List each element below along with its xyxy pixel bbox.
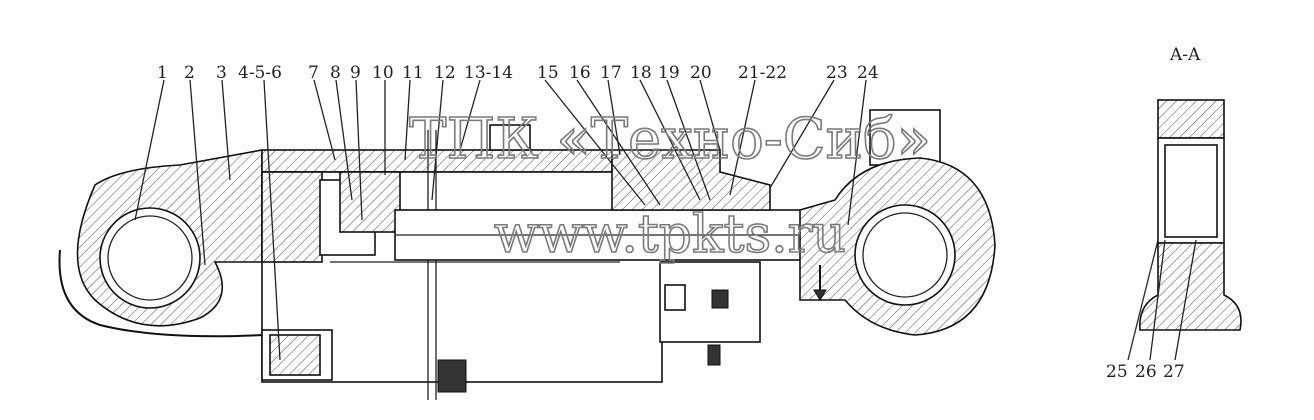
callout-7: 7 — [308, 63, 319, 83]
callout-8: 8 — [330, 63, 341, 83]
callout-2: 2 — [184, 63, 195, 83]
callout-10: 10 — [372, 63, 394, 83]
callout-13-14: 13-14 — [464, 63, 513, 83]
callout-3: 3 — [216, 63, 227, 83]
callout-24: 24 — [857, 63, 879, 83]
watermark-url: www.tpkts.ru — [494, 205, 846, 265]
callout-16: 16 — [569, 63, 591, 83]
section-a-a — [1139, 99, 1242, 331]
callout-4-5-6: 4-5-6 — [238, 63, 282, 83]
callout-1: 1 — [157, 63, 168, 83]
callout-25: 25 — [1106, 362, 1128, 382]
callout-15: 15 — [537, 63, 559, 83]
front-eye — [799, 109, 996, 336]
callout-21-22: 21-22 — [738, 63, 787, 83]
cylinder-barrel — [261, 124, 663, 400]
callout-17: 17 — [600, 63, 622, 83]
callout-26: 26 — [1135, 362, 1157, 382]
callout-18: 18 — [630, 63, 652, 83]
callout-12: 12 — [434, 63, 456, 83]
callout-11: 11 — [402, 63, 424, 83]
callout-27: 27 — [1163, 362, 1185, 382]
callout-23: 23 — [826, 63, 848, 83]
callout-20: 20 — [690, 63, 712, 83]
watermark-company: ТПК «Техно-Сиб» — [409, 107, 931, 172]
section-title: A-A — [1169, 45, 1201, 65]
watermark: ТПК «Техно-Сиб» www.tpkts.ru — [408, 106, 931, 266]
callout-labels: 1 2 3 4-5-6 7 8 9 10 11 12 13-14 15 16 1… — [157, 45, 1201, 382]
callout-9: 9 — [350, 63, 361, 83]
leader-lines — [134, 79, 1197, 361]
rear-eye-lug — [58, 149, 263, 338]
callout-19: 19 — [658, 63, 680, 83]
